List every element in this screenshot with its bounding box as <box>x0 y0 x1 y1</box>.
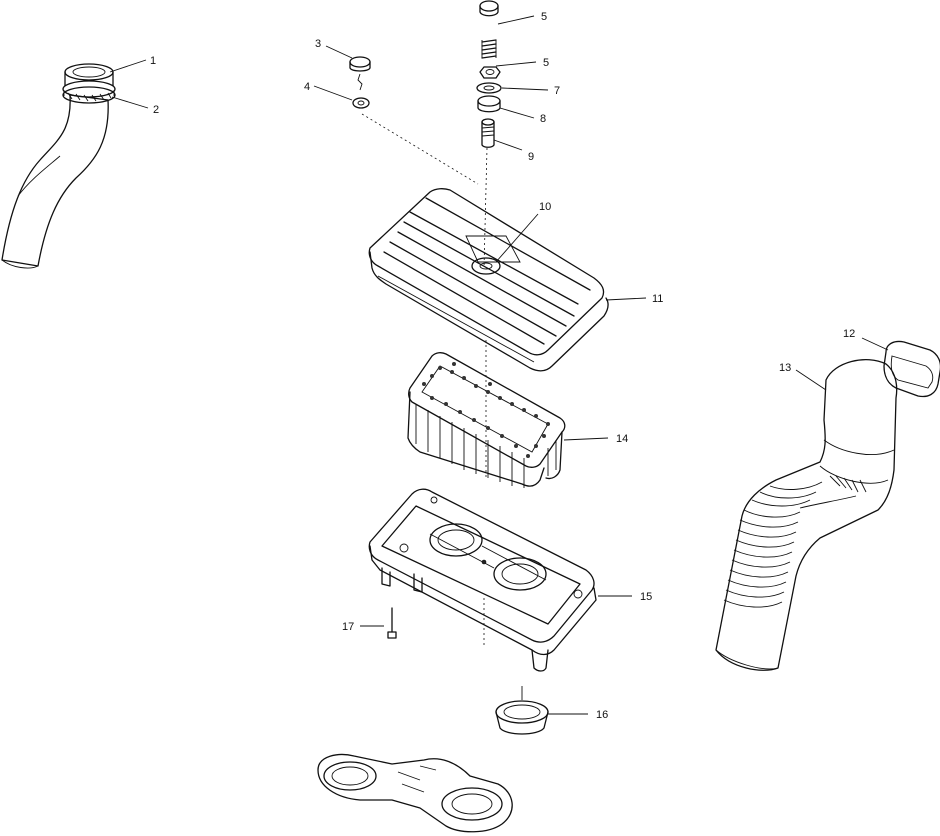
intake-tube-left <box>1 94 109 269</box>
leader-lines <box>109 15 889 715</box>
intake-boot-right <box>715 359 898 671</box>
alignment-line-stud <box>483 147 488 269</box>
washer-small <box>352 97 370 109</box>
callout-15: 15 <box>640 591 652 603</box>
callout-2: 2 <box>153 104 159 116</box>
callout-labels: 1 2 3 4 5 5 7 8 9 10 11 12 13 14 15 16 1… <box>150 11 855 721</box>
callout-5-nut: 5 <box>543 57 549 69</box>
tube-cap <box>64 63 114 87</box>
screw <box>387 607 397 639</box>
callout-9: 9 <box>528 151 534 163</box>
airbox-cover <box>368 188 609 372</box>
callout-3: 3 <box>315 38 321 50</box>
grommet <box>495 686 549 735</box>
callout-11: 11 <box>652 293 663 305</box>
filter-element <box>407 352 566 488</box>
callout-1: 1 <box>150 55 156 67</box>
tube-clamp <box>62 80 116 104</box>
callout-14: 14 <box>616 433 628 445</box>
stud-stack <box>476 0 502 148</box>
boot-clamp <box>883 340 940 398</box>
callout-12: 12 <box>843 328 855 340</box>
callout-13: 13 <box>779 362 791 374</box>
callout-16: 16 <box>596 709 608 721</box>
callout-7: 7 <box>554 85 560 97</box>
airbox-base <box>368 488 597 672</box>
carb-adapter <box>317 753 513 833</box>
callout-5-top: 5 <box>541 11 547 23</box>
alignment-line-plug <box>361 113 479 185</box>
plug <box>349 56 371 91</box>
callout-8: 8 <box>540 113 546 125</box>
callout-10: 10 <box>539 201 551 213</box>
callout-17: 17 <box>342 621 354 633</box>
callout-4: 4 <box>304 81 310 93</box>
